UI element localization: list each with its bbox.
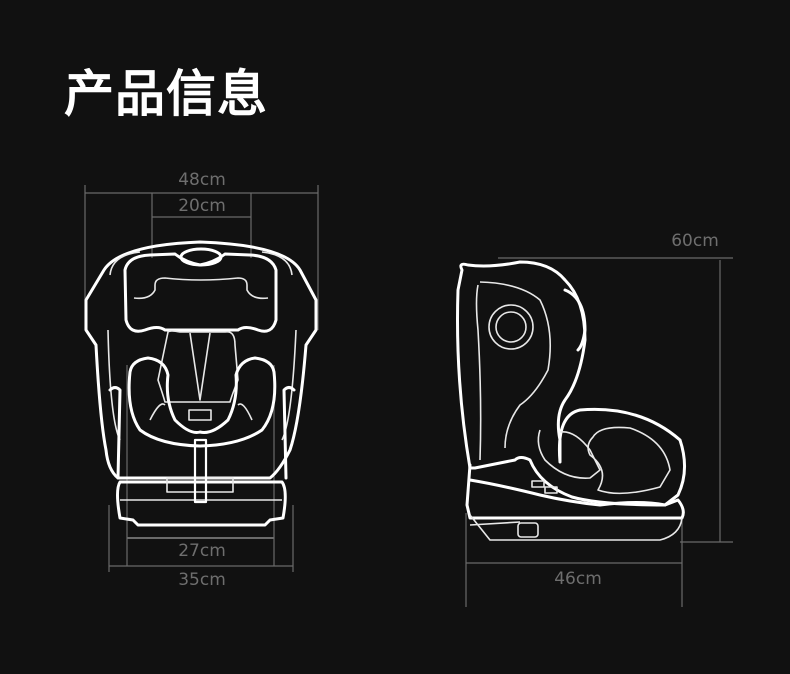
headrest-width-label: 20cm [178, 196, 226, 216]
page-title: 产品信息 [64, 65, 268, 123]
seat-width-label: 27cm [178, 541, 226, 561]
base-width-label: 35cm [178, 570, 226, 590]
depth-label: 46cm [554, 569, 602, 589]
front-view-seat-illustration [84, 240, 318, 527]
overall-width-label: 48cm [178, 170, 226, 190]
side-view-seat-illustration [456, 260, 686, 541]
side-dimension-lines [465, 257, 733, 607]
height-label: 60cm [671, 231, 719, 251]
